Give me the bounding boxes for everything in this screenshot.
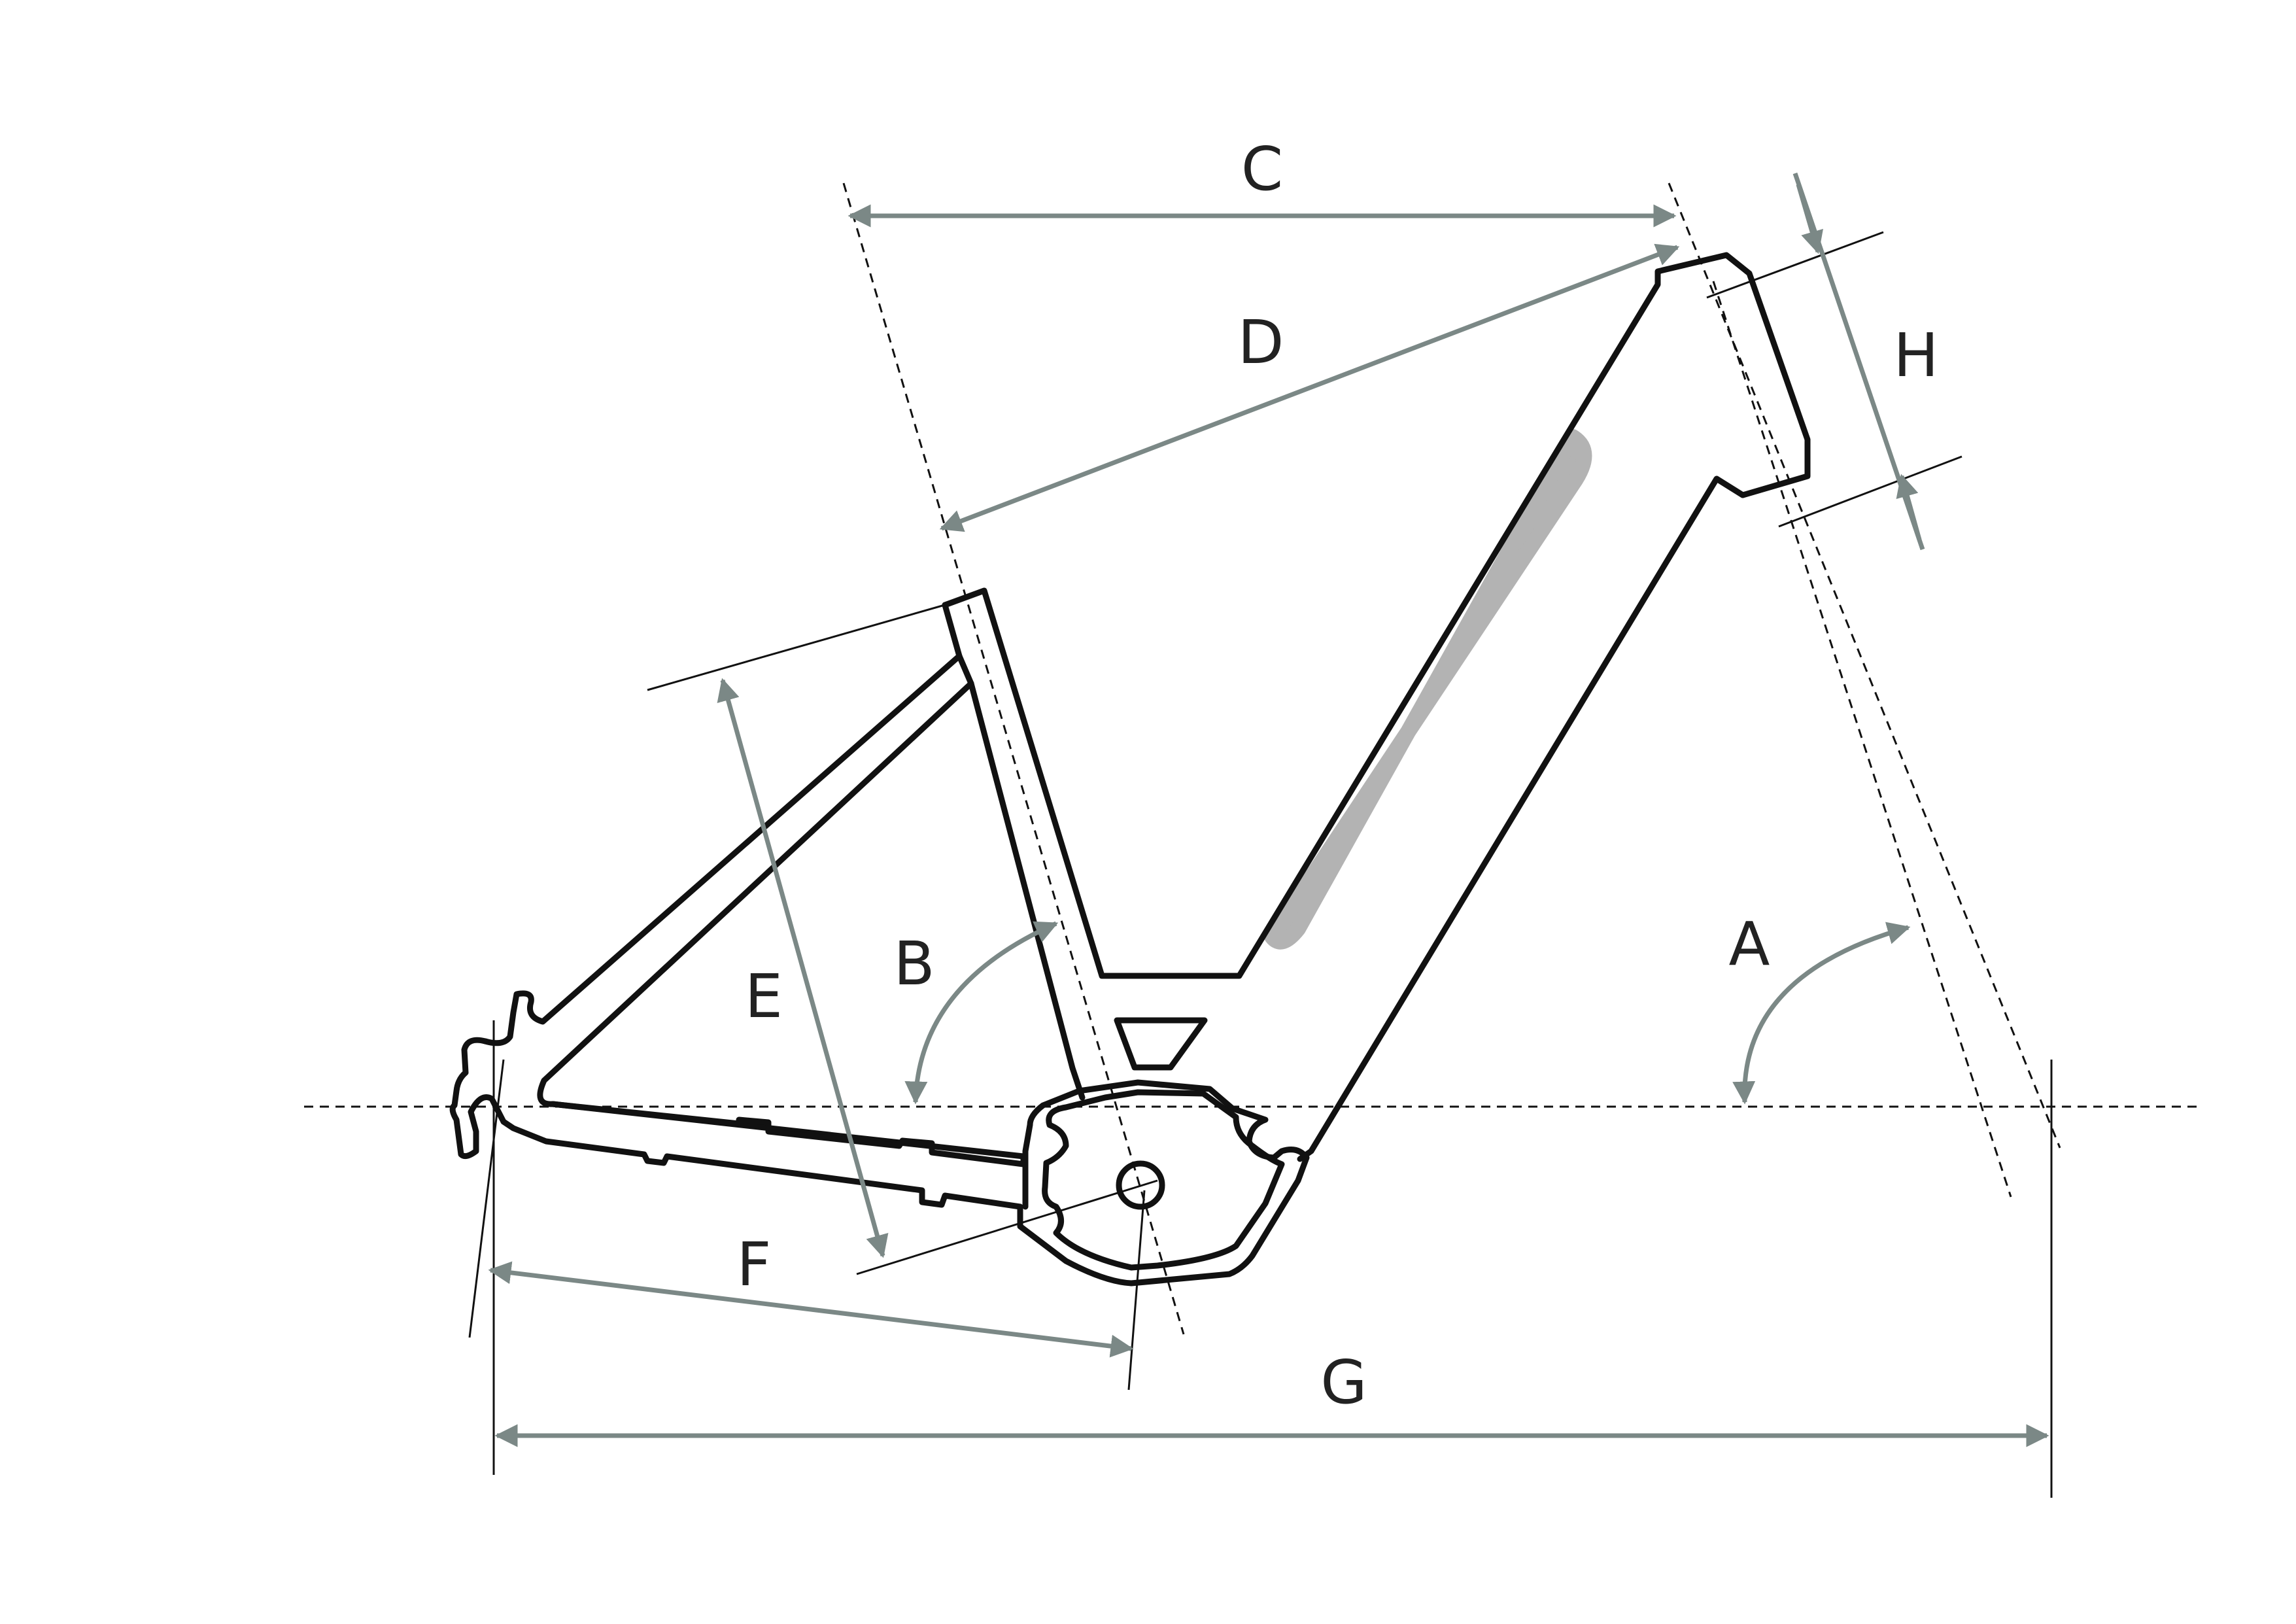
label-b: B	[893, 929, 934, 999]
bottom-bracket-normal-line	[856, 1179, 1158, 1275]
rear-dropout	[449, 1037, 507, 1160]
bb-vertical-line	[1127, 1190, 1146, 1391]
dimension-e-arrow	[717, 678, 889, 1258]
seat-stay-inner	[537, 680, 1027, 1160]
down-tube-shadow	[1264, 429, 1592, 950]
label-a: A	[1729, 909, 1770, 979]
angle-b-arc	[904, 921, 1059, 1105]
seat-stay-outer	[482, 653, 963, 1046]
label-h: H	[1893, 320, 1938, 390]
label-c: C	[1241, 134, 1283, 204]
head-top-reference-line	[1706, 231, 1884, 299]
label-f: F	[737, 1230, 772, 1300]
main-frame-outline	[942, 252, 1811, 1162]
label-g: G	[1320, 1347, 1367, 1417]
seat-tube-axis	[842, 182, 1185, 1335]
chain-stay-upper	[549, 1101, 1027, 1167]
seat-top-reference-line	[647, 602, 952, 691]
label-e: E	[745, 961, 783, 1031]
label-d: D	[1238, 307, 1284, 377]
bottom-bracket-circle	[1116, 1160, 1165, 1210]
motor-mount-trapezoid	[1114, 1017, 1208, 1071]
angle-a-arc	[1732, 922, 1911, 1105]
dimension-h-top-arrow	[1796, 184, 1823, 254]
dimension-d-arrow	[939, 243, 1680, 532]
head-bottom-reference-line	[1778, 455, 1962, 528]
chain-stay-lower	[500, 1118, 1023, 1210]
dimension-f-arrow	[488, 1261, 1134, 1358]
dimension-h-bottom-arrow	[1896, 474, 1922, 540]
head-tube-axis-rear	[1712, 281, 2012, 1198]
